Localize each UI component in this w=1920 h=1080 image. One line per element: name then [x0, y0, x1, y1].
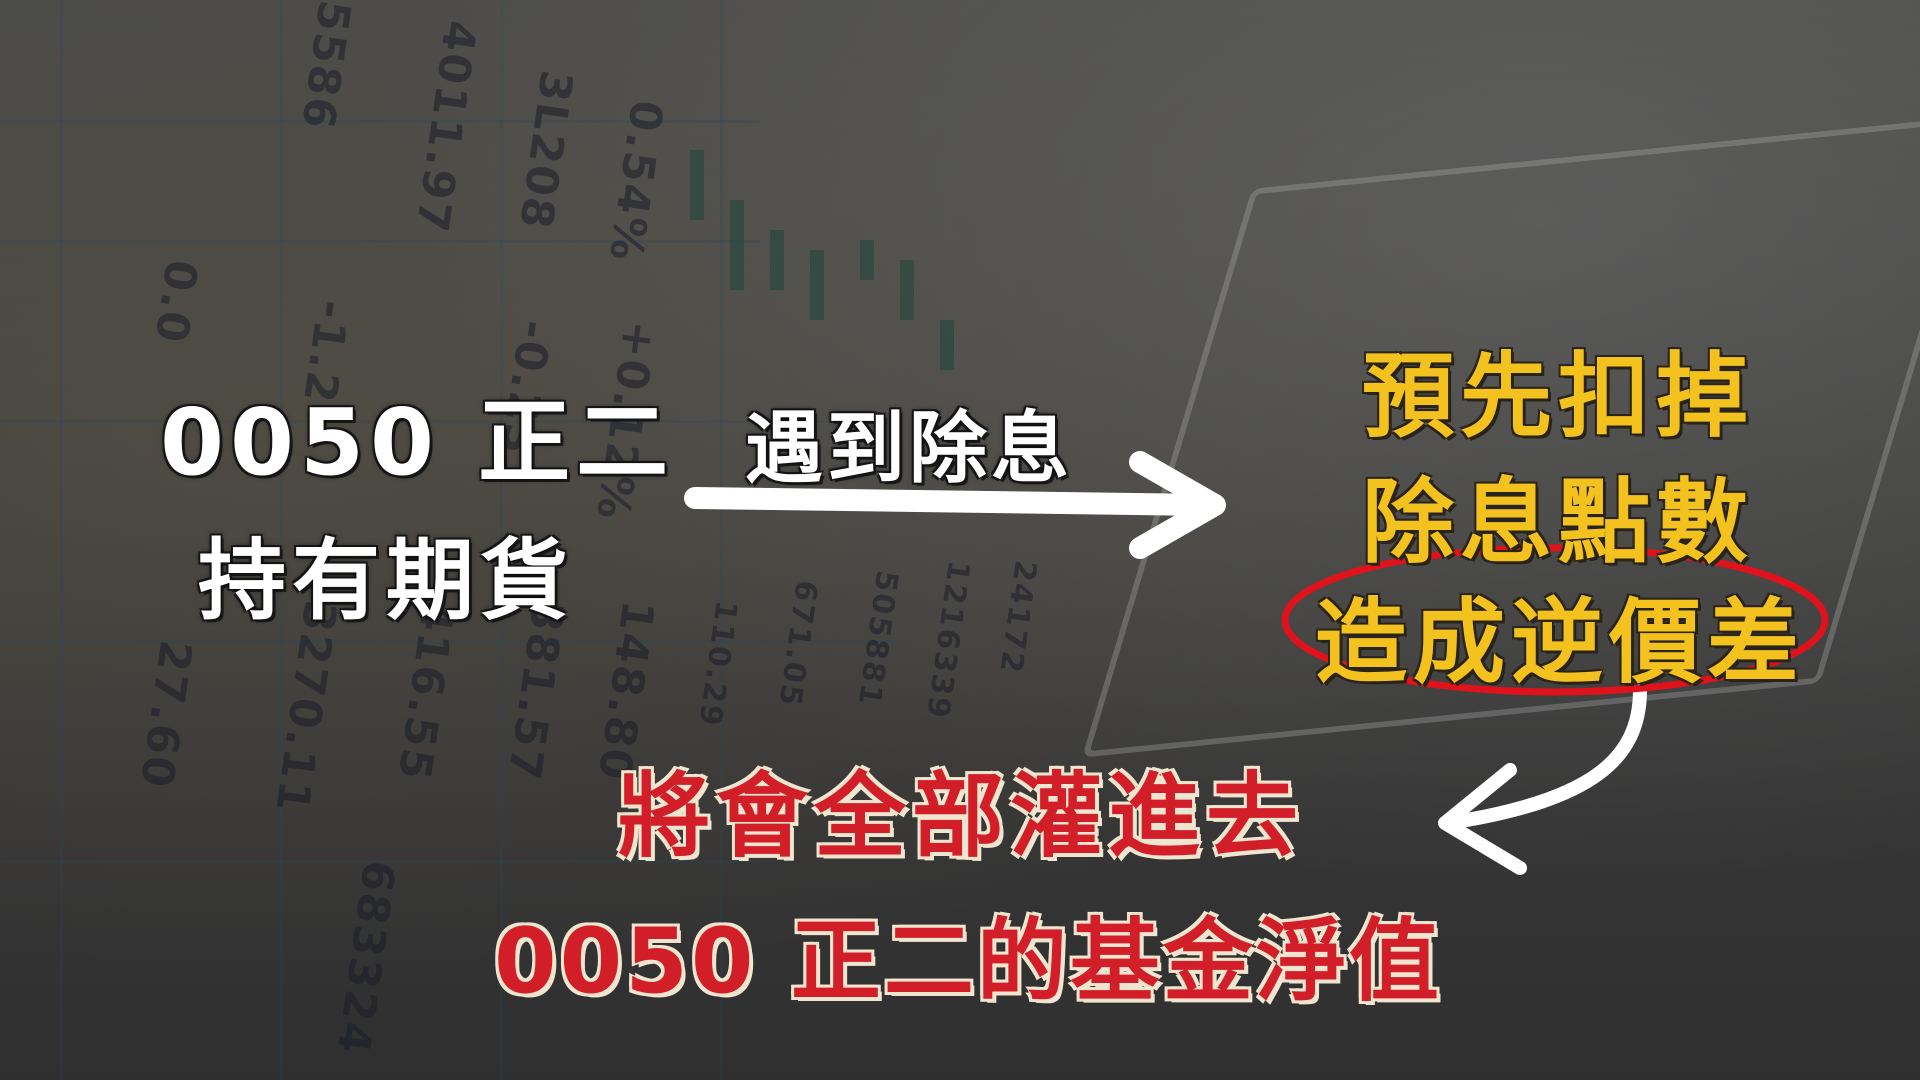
- arrow-label: 遇到除息: [745, 404, 1074, 494]
- highlight-ellipse: [1281, 544, 1829, 696]
- left-title-line1: 0050 正二: [160, 389, 675, 496]
- curved-arrow-icon: [1438, 683, 1647, 875]
- bottom-text-line1: 將會全部灌進去: [618, 763, 1305, 870]
- right-text-line1: 預先扣掉: [1362, 343, 1755, 450]
- bottom-text-line2: 0050 正二的基金淨值: [494, 909, 1442, 1014]
- left-title-line2: 持有期貨: [198, 529, 575, 632]
- right-arrow-icon: [684, 451, 1226, 559]
- right-text-line3: 造成逆價差: [1315, 589, 1806, 696]
- right-text-line2: 除息點數: [1362, 469, 1755, 576]
